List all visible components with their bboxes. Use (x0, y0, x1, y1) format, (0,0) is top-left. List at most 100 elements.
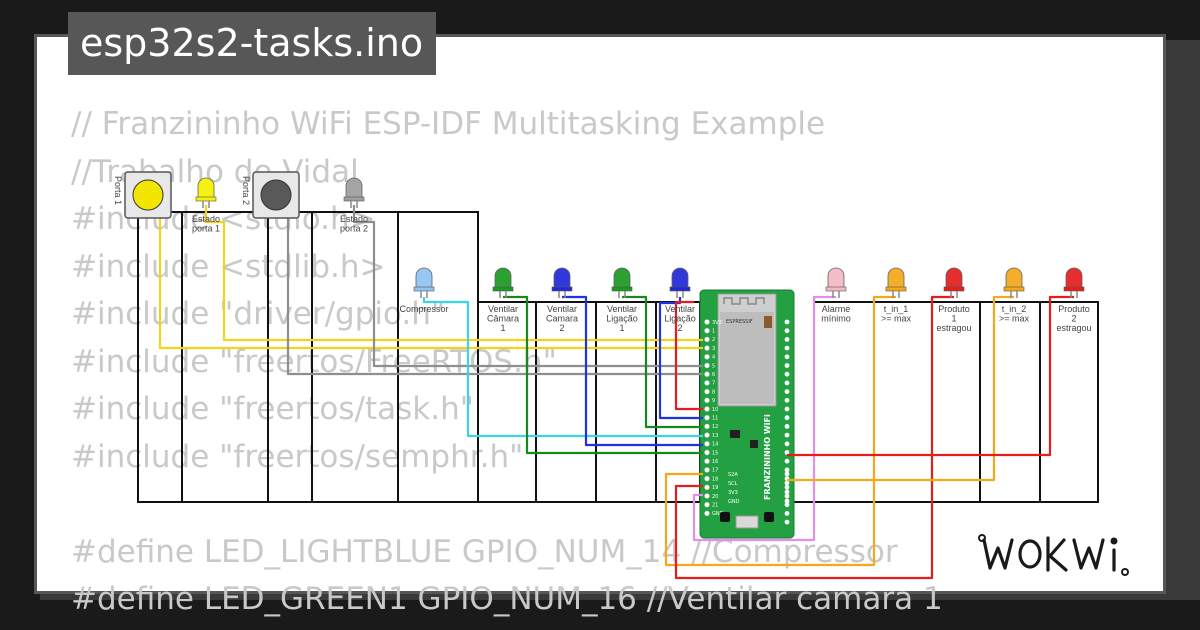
led-label: Ventilar (665, 304, 695, 314)
button-cap (132, 179, 164, 211)
wire-produto-2 (787, 295, 1074, 457)
wire-alarme (692, 295, 836, 542)
wire-led-porta-2 (352, 205, 703, 368)
led-rim (343, 196, 365, 202)
pin (704, 406, 710, 412)
led-label: Estado (340, 214, 368, 224)
led-body (945, 267, 963, 289)
led-label: t_in_1 (884, 304, 909, 314)
pin-label: 3V3 (728, 490, 738, 496)
pin-label: 21 (712, 503, 718, 509)
pin (704, 449, 710, 456)
led-body (1005, 267, 1023, 289)
pin-label: 1 (712, 329, 715, 335)
project-card[interactable]: // Franzininho WiFi ESP-IDF Multitasking… (34, 34, 1166, 617)
reset-button (720, 512, 730, 522)
pin (784, 480, 790, 486)
wire-ventilar-ligacao-1 (622, 295, 703, 429)
pin (784, 493, 790, 499)
pin (784, 389, 790, 394)
button-cap (260, 179, 292, 211)
pin (704, 458, 710, 464)
pin-label: 9 (712, 398, 715, 404)
led-rim (885, 286, 907, 292)
led-2: Compressor (399, 267, 449, 314)
led-label: mínimo (821, 314, 851, 324)
pin-label: 7 (712, 381, 715, 387)
wire-ventilar-camara-2 (562, 295, 703, 447)
pin (784, 406, 790, 412)
led-body (887, 267, 905, 289)
pin (704, 432, 710, 438)
wire-compressor (422, 297, 703, 438)
led-rim (492, 286, 514, 292)
pin (784, 511, 790, 516)
regulator-chip (730, 430, 740, 438)
ground-wire (311, 211, 399, 503)
pin-label: 3V3 (712, 320, 722, 326)
pin-label: 13 (712, 433, 718, 439)
pin (784, 415, 790, 421)
pin (704, 397, 710, 403)
pin (704, 328, 710, 334)
led-label: 1 (500, 323, 505, 333)
button-label: Porta 2 (241, 176, 251, 205)
led-body (197, 177, 215, 199)
ground-wire (979, 301, 1041, 503)
led-label: 1 (951, 314, 956, 324)
led-body (671, 267, 689, 289)
ground-wire (397, 211, 479, 503)
led-body (553, 267, 571, 289)
wire-produto-1 (674, 295, 954, 580)
pin (704, 467, 710, 473)
pin (704, 319, 710, 325)
pin-label: 5 (712, 363, 715, 369)
led-rim (825, 286, 847, 292)
led-label: Ligação (664, 314, 696, 324)
antenna-icon (723, 297, 765, 305)
pin (784, 432, 790, 438)
pin (784, 498, 790, 504)
boot-button (764, 512, 774, 522)
pin (784, 450, 790, 455)
led-label: 2 (677, 323, 682, 333)
led-rim (413, 286, 435, 292)
pin (704, 345, 710, 351)
code-line: #include <stdlib.h> (71, 248, 386, 285)
pin-label: 10 (712, 407, 718, 413)
led-rim (551, 286, 573, 292)
pin (784, 458, 790, 464)
wire-red-short (674, 300, 703, 411)
pin (704, 380, 710, 386)
pin (704, 475, 710, 482)
pin (784, 467, 790, 473)
board-chip (764, 316, 772, 328)
pin-label: 8 (712, 389, 715, 395)
pin-label: 11 (712, 416, 718, 422)
pin (704, 388, 710, 395)
pin (784, 328, 790, 334)
led-label: Ventilar (547, 304, 577, 314)
led-rim (1003, 286, 1025, 292)
pin-label: 12 (712, 424, 718, 430)
pin-label: GND (712, 511, 724, 517)
pin (784, 337, 790, 342)
pin-label: 19 (712, 485, 718, 491)
led-label: >= max (881, 314, 912, 324)
wire-porta-2 (286, 218, 703, 376)
led-body (1065, 267, 1083, 289)
ground-wire (267, 211, 313, 503)
led-label: Ligação (606, 314, 638, 324)
wokwi-logo (978, 534, 1129, 576)
code-line: #include "driver/gpio.h" (71, 296, 446, 332)
pin-label: S2A (728, 472, 738, 478)
project-title[interactable]: esp32s2-tasks.ino (68, 12, 436, 75)
pin (704, 502, 710, 508)
led-rim (943, 286, 965, 292)
wire-porta-1 (158, 218, 703, 350)
